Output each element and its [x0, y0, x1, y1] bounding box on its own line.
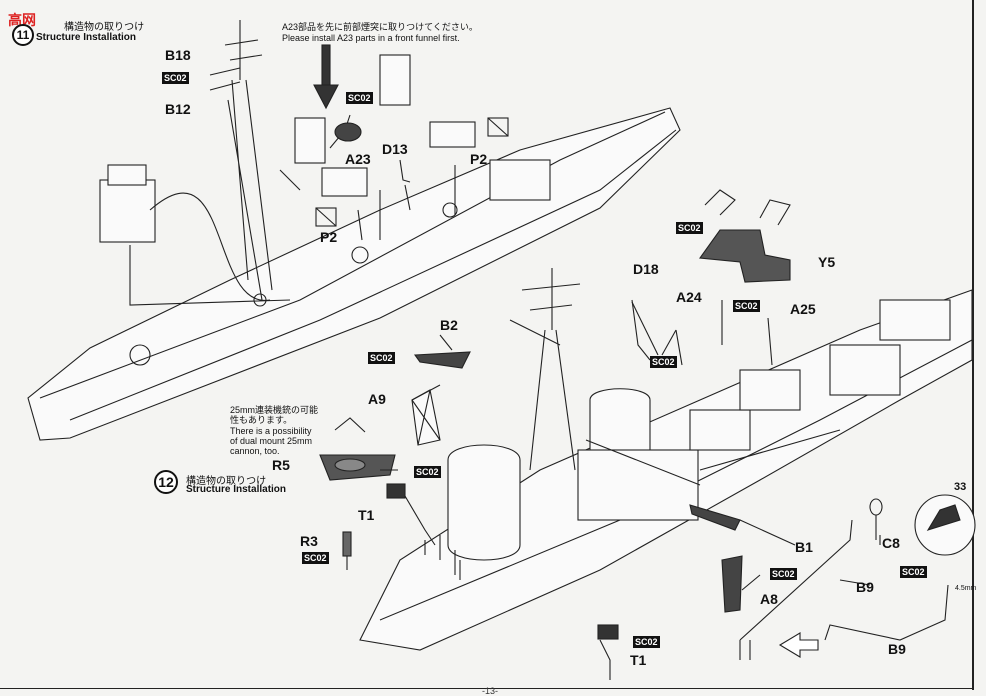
label-r3: R3	[300, 533, 318, 549]
step-12-title-jp: 構造物の取りつけ	[186, 476, 267, 487]
lower-mast	[509, 268, 581, 471]
step-11-note-jp: A23部品を先に前部煙突に取りつけてください。	[282, 22, 478, 32]
page-border-right	[972, 0, 974, 690]
label-a24: A24	[676, 289, 702, 305]
label-b18: B18	[165, 47, 191, 63]
label-b12: B12	[165, 101, 191, 117]
label-p2-upper: P2	[470, 151, 488, 167]
label-t1-lower: T1	[630, 652, 647, 668]
sc02-badge-1: SC02	[162, 72, 189, 84]
upper-mast	[224, 20, 273, 301]
label-p2-lower: P2	[320, 229, 338, 245]
upper-bridge	[99, 179, 156, 243]
sc02-badge-11: SC02	[900, 566, 927, 578]
label-t1-upper: T1	[358, 507, 375, 523]
label-y5: Y5	[818, 254, 836, 270]
sc02-badge-7: SC02	[414, 466, 441, 478]
sc02-badge-2: SC02	[346, 92, 373, 104]
label-b2: B2	[440, 317, 458, 333]
sc02-badge-10: SC02	[633, 636, 660, 648]
label-b9-lower: B9	[888, 641, 906, 657]
step-11-title-jp: 構造物の取りつけ	[64, 22, 145, 33]
upper-ship-deck	[39, 111, 666, 399]
label-d18: D18	[633, 261, 659, 277]
sc02-badge-9: SC02	[770, 568, 797, 580]
label-b9-upper: B9	[856, 579, 874, 595]
step-12-note-en-3: cannon, too.	[230, 446, 280, 456]
sc02-badge-5: SC02	[368, 352, 395, 364]
page-number: -13-	[482, 686, 499, 696]
label-33: 33	[954, 481, 967, 493]
watermark-logo: 高网	[8, 12, 36, 28]
step-11-badge: 11	[12, 24, 34, 46]
sc02-badge-3: SC02	[676, 222, 703, 234]
label-r5: R5	[272, 457, 290, 473]
label-a9: A9	[368, 391, 386, 407]
label-d13: D13	[382, 141, 408, 157]
front-funnel	[447, 444, 521, 561]
label-a25: A25	[790, 301, 816, 317]
dimension-4-5mm: 4.5mm	[955, 585, 977, 592]
step-11-title-en: Structure Installation	[36, 32, 137, 43]
label-a8: A8	[760, 591, 778, 607]
step-12-badge: 12	[154, 470, 178, 494]
sc02-badge-4: SC02	[733, 300, 760, 312]
step-12-note-jp-1: 25mm連装機銃の可能	[230, 405, 319, 415]
label-b1: B1	[795, 539, 813, 555]
label-a23: A23	[345, 151, 371, 167]
step-12-note-jp-2: 性もあります。	[230, 415, 293, 425]
label-c8: C8	[882, 535, 900, 551]
sc02-badge-8: SC02	[302, 552, 329, 564]
step-12-note-en-1: There is a possibility	[230, 426, 312, 436]
sc02-badge-6: SC02	[650, 356, 677, 368]
step-12-title-en: Structure Installation	[186, 484, 287, 495]
step-11-note-en: Please install A23 parts in a front funn…	[282, 33, 460, 43]
page-border-bottom	[0, 688, 974, 689]
step-12-note-en-2: of dual mount 25mm	[230, 436, 313, 446]
